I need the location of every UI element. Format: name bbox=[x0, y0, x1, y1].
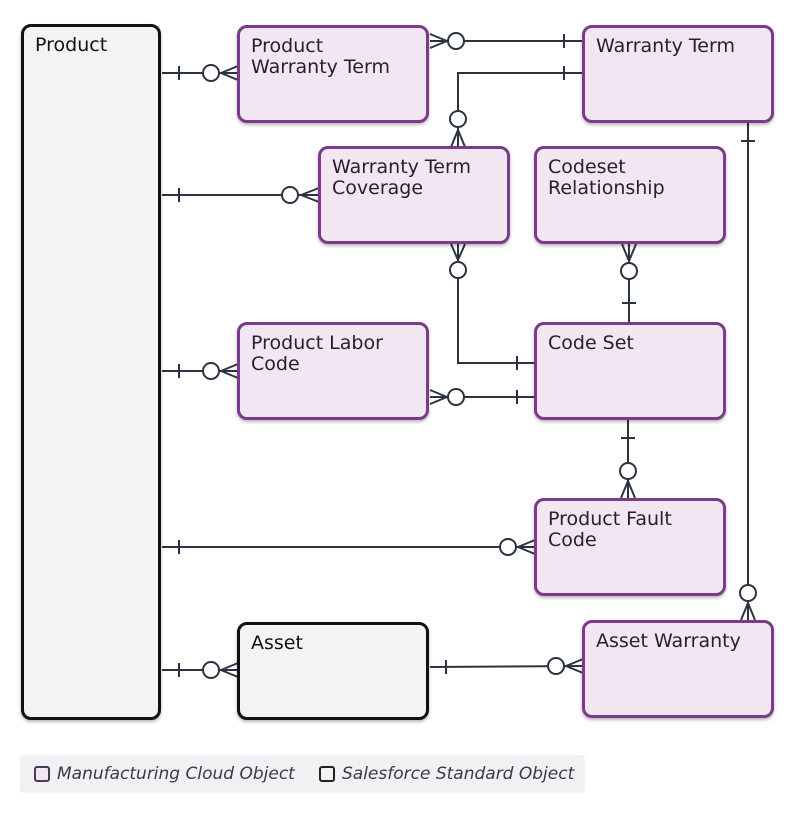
entity-warranty-term[interactable]: Warranty Term bbox=[582, 25, 774, 123]
rel-warranty-term-product-warranty-term bbox=[429, 32, 583, 50]
legend-item-manufacturing: Manufacturing Cloud Object bbox=[34, 755, 295, 793]
entity-product[interactable]: Product bbox=[21, 24, 161, 720]
entity-asset-warranty[interactable]: Asset Warranty bbox=[582, 620, 774, 718]
rel-code-set-warranty-term-coverage bbox=[449, 243, 535, 370]
entity-product-labor-code[interactable]: Product Labor Code bbox=[237, 322, 429, 420]
rel-code-set-product-fault-code bbox=[619, 419, 637, 499]
rel-warranty-term-asset-warranty bbox=[739, 122, 757, 621]
legend-item-standard: Salesforce Standard Object bbox=[319, 755, 574, 793]
manufacturing-swatch-icon bbox=[34, 766, 50, 782]
rel-product-product-labor-code bbox=[162, 362, 239, 380]
entity-title: Product Labor Code bbox=[251, 332, 383, 375]
entity-codeset-relationship[interactable]: Codeset Relationship bbox=[534, 146, 726, 244]
rel-product-asset bbox=[162, 661, 239, 679]
entity-title: Asset bbox=[251, 632, 303, 654]
rel-product-warranty-term-coverage bbox=[162, 186, 320, 204]
legend-label: Salesforce Standard Object bbox=[342, 764, 575, 784]
rel-warranty-term-warranty-term-coverage bbox=[449, 66, 583, 148]
entity-title: Product Warranty Term bbox=[251, 35, 390, 78]
entity-title: Asset Warranty bbox=[596, 630, 741, 652]
legend: Manufacturing Cloud Object Salesforce St… bbox=[20, 755, 585, 793]
legend-label: Manufacturing Cloud Object bbox=[57, 764, 295, 784]
rel-code-set-codeset-relationship bbox=[620, 243, 638, 322]
entity-title: Codeset Relationship bbox=[548, 156, 665, 199]
entity-title: Product bbox=[35, 34, 108, 56]
rel-code-set-product-labor-code bbox=[429, 388, 535, 406]
rel-product-product-fault-code bbox=[162, 538, 536, 556]
entity-title: Product Fault Code bbox=[548, 508, 672, 551]
entity-product-fault-code[interactable]: Product Fault Code bbox=[534, 498, 726, 596]
entity-title: Code Set bbox=[548, 332, 634, 354]
entity-code-set[interactable]: Code Set bbox=[534, 322, 726, 420]
rel-asset-asset-warranty bbox=[429, 657, 584, 675]
entity-title: Warranty Term Coverage bbox=[332, 156, 471, 199]
entity-product-warranty-term[interactable]: Product Warranty Term bbox=[237, 25, 429, 123]
entity-title: Warranty Term bbox=[596, 35, 735, 57]
rel-product-product-warranty-term bbox=[162, 64, 239, 82]
standard-swatch-icon bbox=[319, 766, 335, 782]
entity-asset[interactable]: Asset bbox=[237, 622, 429, 720]
entity-warranty-term-coverage[interactable]: Warranty Term Coverage bbox=[318, 146, 510, 244]
